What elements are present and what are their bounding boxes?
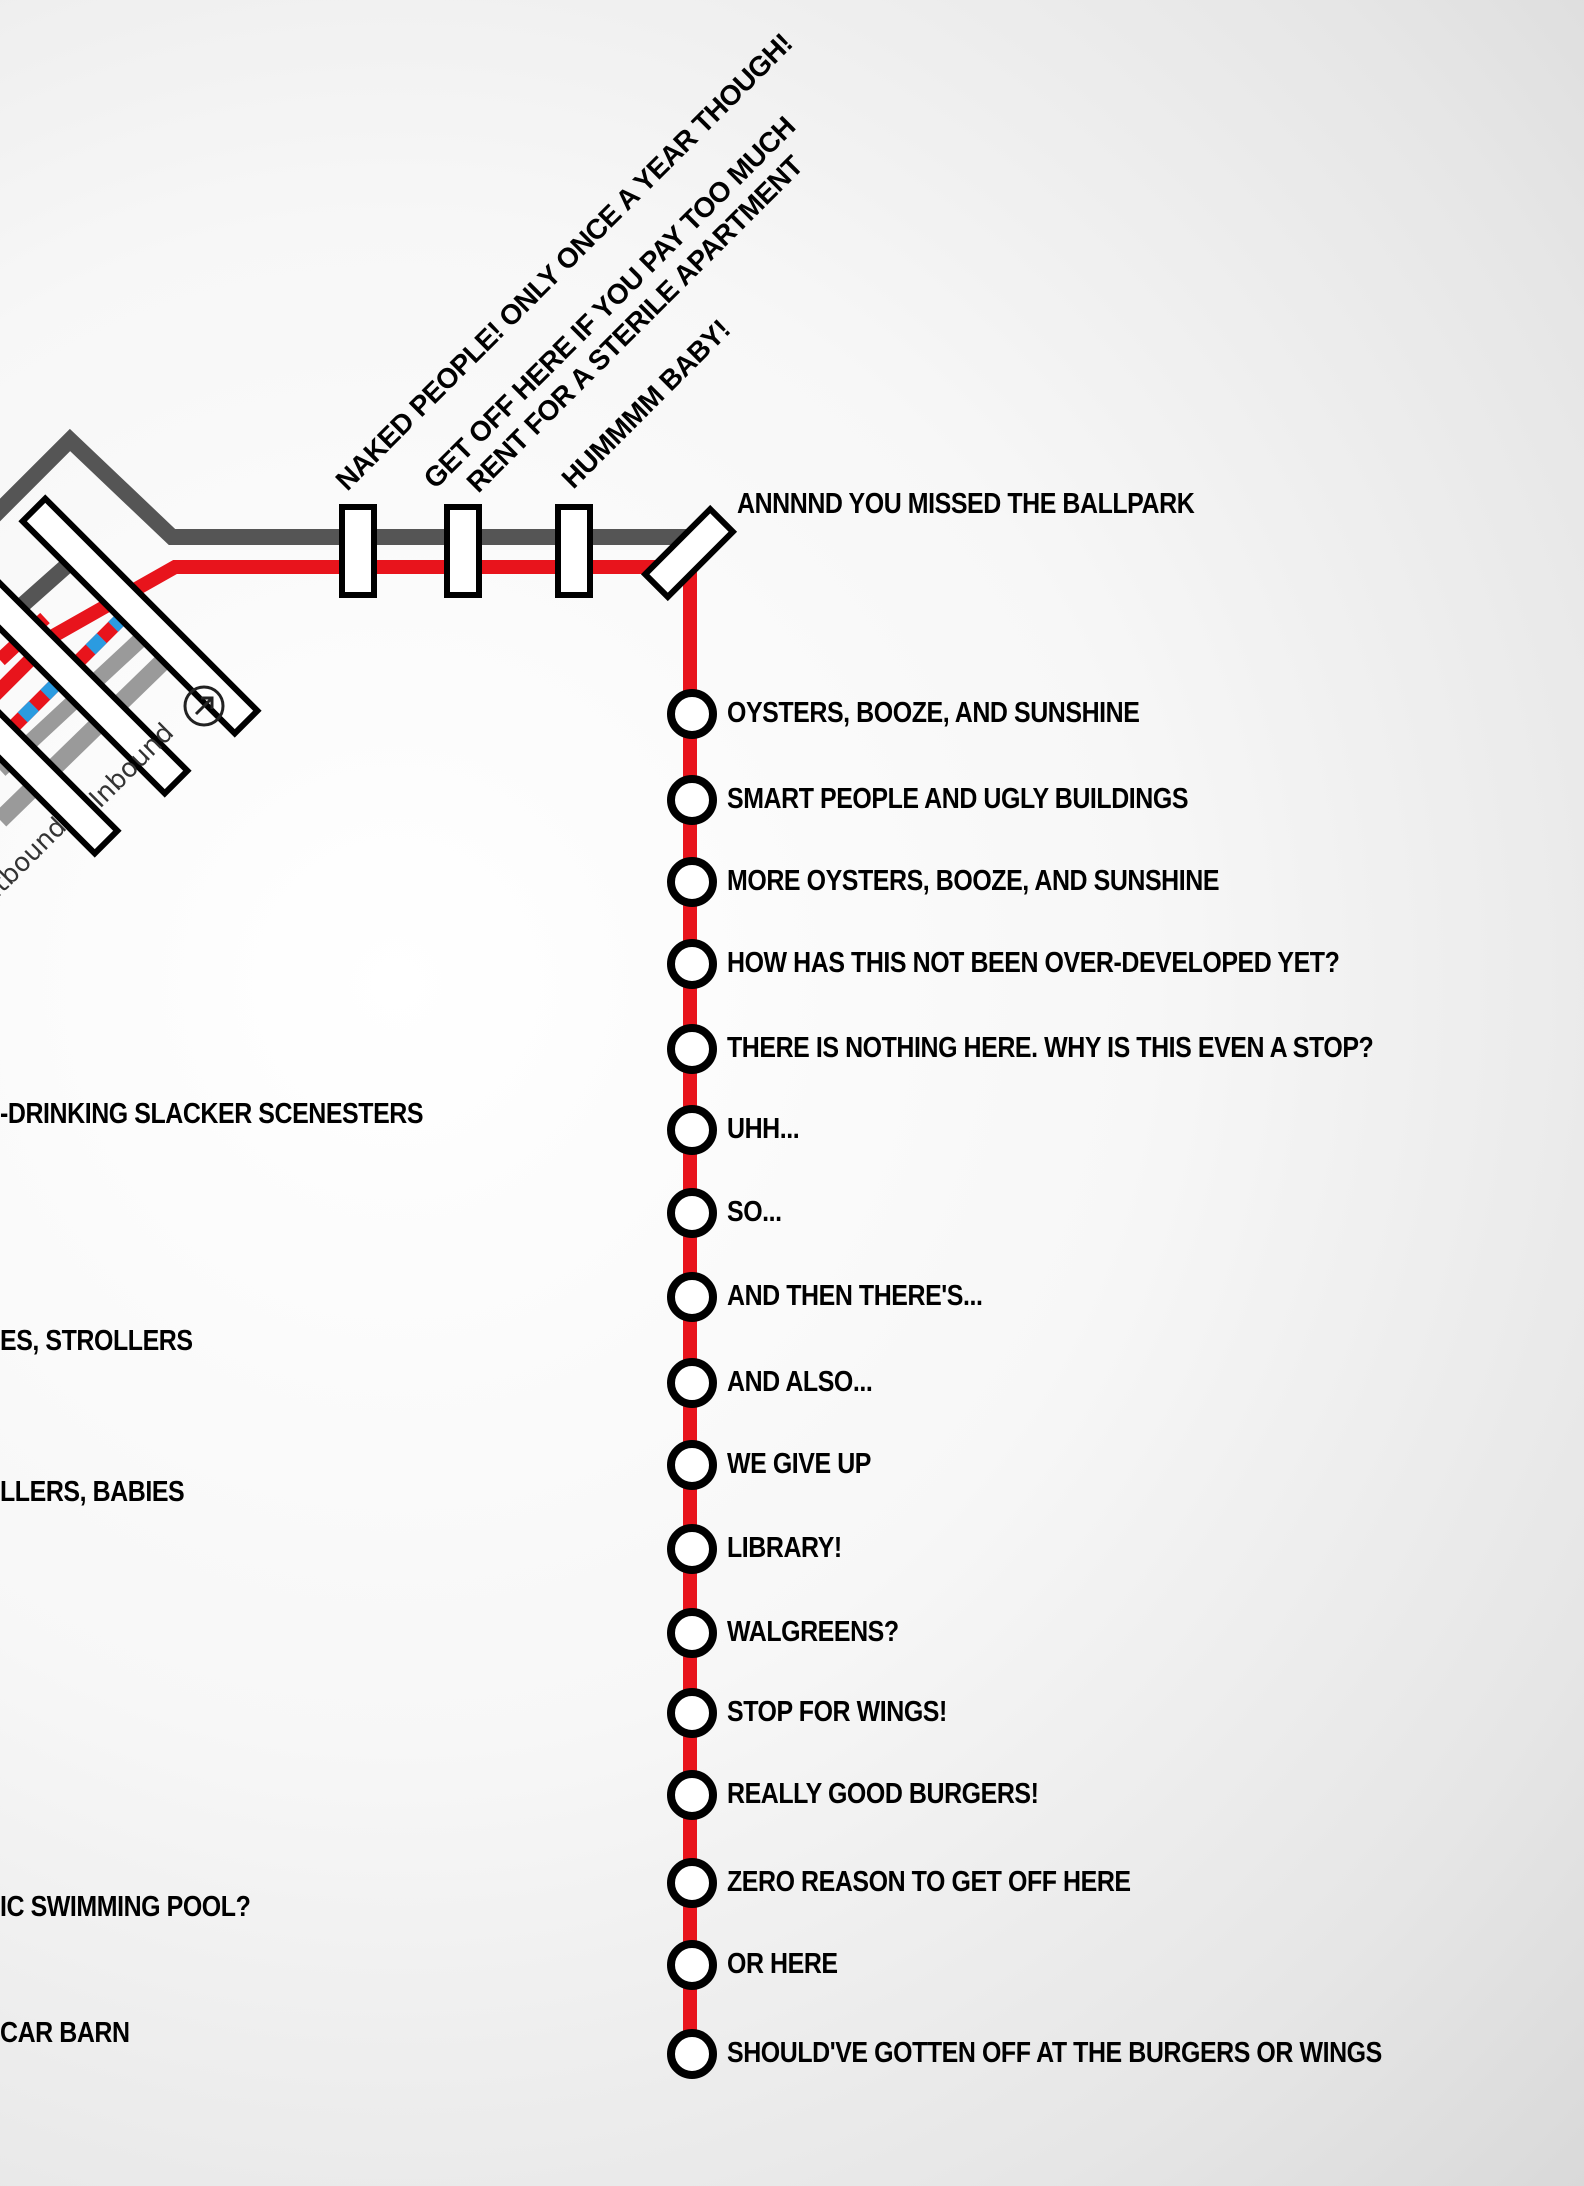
stop-label: AND ALSO... — [727, 1366, 873, 1398]
stop-circle-icon — [667, 939, 717, 989]
stop-label: WE GIVE UP — [727, 1448, 871, 1480]
stop-label: AND THEN THERE'S... — [727, 1280, 983, 1312]
stop-label: UHH... — [727, 1113, 800, 1145]
left-label-strollers: ES, STROLLERS — [0, 1325, 193, 1357]
stop-label: OYSTERS, BOOZE, AND SUNSHINE — [727, 697, 1140, 729]
stop-label: STOP FOR WINGS! — [727, 1696, 947, 1728]
left-label-babies: LLERS, BABIES — [0, 1476, 185, 1508]
stop-label: SHOULD'VE GOTTEN OFF AT THE BURGERS OR W… — [727, 2037, 1382, 2069]
stop-circle-icon — [667, 857, 717, 907]
horizontal-stations — [339, 504, 738, 602]
transit-lines — [0, 428, 738, 2079]
stop-circle-icon — [667, 1188, 717, 1238]
stop-circle-icon — [667, 1024, 717, 1074]
station-ballpark — [640, 504, 738, 602]
station-hummmm-baby — [555, 504, 593, 598]
stop-circle-icon — [667, 1524, 717, 1574]
stop-label: SMART PEOPLE AND UGLY BUILDINGS — [727, 783, 1189, 815]
left-label-pool: IC SWIMMING POOL? — [0, 1891, 251, 1923]
stop-circle-icon — [667, 1858, 717, 1908]
stop-circle-icon — [667, 2029, 717, 2079]
terminal-label: ANNNND YOU MISSED THE BALLPARK — [737, 488, 1195, 520]
stop-label: HOW HAS THIS NOT BEEN OVER-DEVELOPED YET… — [727, 947, 1340, 979]
left-label-car-barn: CAR BARN — [0, 2017, 130, 2049]
stop-label: LIBRARY! — [727, 1532, 842, 1564]
stop-label: ZERO REASON TO GET OFF HERE — [727, 1866, 1131, 1898]
stop-label: SO... — [727, 1196, 782, 1228]
stop-circles — [667, 689, 717, 2079]
stop-circle-icon — [667, 1358, 717, 1408]
stop-circle-icon — [667, 775, 717, 825]
crossing-bars — [0, 494, 262, 858]
stop-circle-icon — [667, 1272, 717, 1322]
stop-circle-icon — [667, 1608, 717, 1658]
stop-circle-icon — [667, 1940, 717, 1990]
stop-label: MORE OYSTERS, BOOZE, AND SUNSHINE — [727, 865, 1220, 897]
stop-label: THERE IS NOTHING HERE. WHY IS THIS EVEN … — [727, 1032, 1374, 1064]
station-sterile-apartment — [444, 504, 482, 598]
stop-circle-icon — [667, 1105, 717, 1155]
stop-label: OR HERE — [727, 1948, 838, 1980]
inbound-arrow-icon — [183, 685, 225, 727]
gray-line — [0, 428, 705, 545]
stop-circle-icon — [667, 1440, 717, 1490]
stop-label: WALGREENS? — [727, 1616, 899, 1648]
stop-label: REALLY GOOD BURGERS! — [727, 1778, 1039, 1810]
station-naked-people — [339, 504, 377, 598]
stop-circle-icon — [667, 1688, 717, 1738]
stop-circle-icon — [667, 689, 717, 739]
stop-circle-icon — [667, 1770, 717, 1820]
left-label-slacker: -DRINKING SLACKER SCENESTERS — [0, 1098, 424, 1130]
